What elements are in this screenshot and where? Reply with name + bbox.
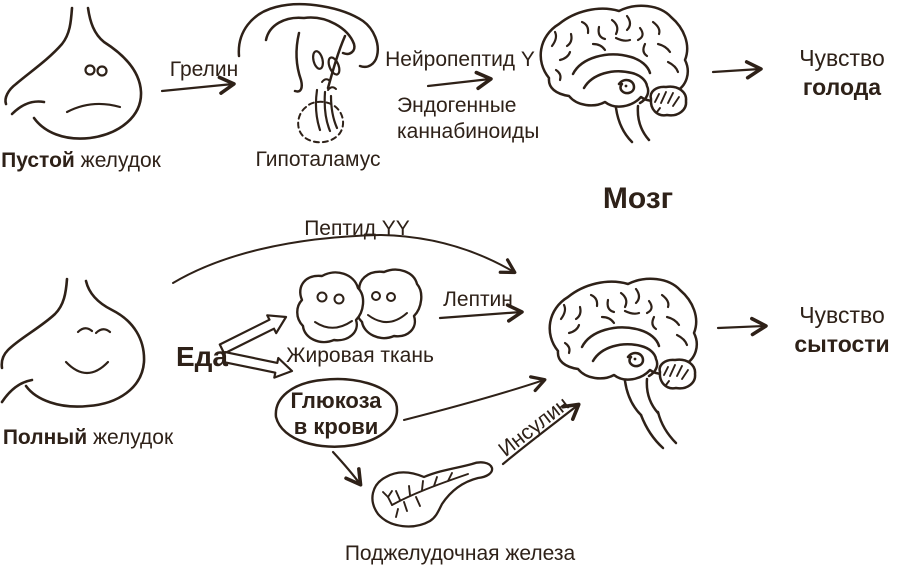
satiety-feeling-line1: Чувство xyxy=(799,302,885,328)
satiety-arrow xyxy=(716,316,768,337)
cannabinoids-line1: Эндогенные xyxy=(397,94,517,117)
full-stomach-label: Полный желудок xyxy=(3,425,173,450)
leptin-text: Лептин xyxy=(443,288,513,311)
hunger-feeling-line2: голода xyxy=(802,74,882,100)
brain-text: Мозг xyxy=(602,182,674,215)
glucose-pancreas-arrow xyxy=(331,450,363,487)
empty-stomach-drawing xyxy=(4,6,143,140)
insulin-arrow xyxy=(501,402,581,466)
fat-tissue-drawing xyxy=(296,268,423,344)
pancreas-drawing xyxy=(371,461,494,528)
glucose-label: Глюкоза в крови xyxy=(291,388,382,440)
hunger-feeling-line1: Чувство xyxy=(799,45,885,71)
glucose-line1: Глюкоза xyxy=(290,388,382,413)
neuropeptide-arrow xyxy=(426,70,493,91)
satiety-feeling-label: Чувство сытости xyxy=(794,301,889,359)
blood-glucose-bubble xyxy=(274,377,399,448)
hypothalamus-drawing xyxy=(237,3,379,144)
food-label: Еда xyxy=(176,340,228,374)
ghrelin-label: Грелин xyxy=(170,57,238,82)
food-arrow-lower xyxy=(221,351,294,379)
leptin-arrow xyxy=(438,303,524,323)
peptide-yy-arrow xyxy=(172,233,517,284)
hypothalamus-label: Гипоталамус xyxy=(256,147,381,172)
hypothalamus-text: Гипоталамус xyxy=(255,148,381,171)
food-arrow-upper xyxy=(218,314,288,355)
peptide-yy-label: Пептид YY xyxy=(304,216,410,241)
brain-label: Мозг xyxy=(603,181,673,217)
fat-tissue-label: Жировая ткань xyxy=(286,343,434,368)
peptide-yy-text: Пептид YY xyxy=(304,217,410,240)
cannabinoids-label: Эндогенные каннабиноиды xyxy=(397,93,539,145)
ghrelin-text: Грелин xyxy=(169,58,239,81)
empty-stomach-name: Пустой xyxy=(1,149,75,172)
pancreas-text: Поджелудочная железа xyxy=(344,542,576,565)
cannabinoids-line2: каннабиноиды xyxy=(397,120,540,143)
hunger-brain-drawing xyxy=(539,4,690,144)
glucose-brain-arrow xyxy=(403,375,547,421)
neuropeptide-text: Нейропептид Y xyxy=(385,48,535,71)
glucose-line2: в крови xyxy=(293,414,379,439)
food-text: Еда xyxy=(175,341,229,372)
full-stomach-name: Полный xyxy=(2,426,88,449)
satiety-brain-drawing xyxy=(548,277,699,450)
full-stomach-drawing xyxy=(0,277,146,408)
fat-tissue-text: Жировая ткань xyxy=(286,344,434,367)
full-stomach-rest: желудок xyxy=(87,426,174,449)
hunger-arrow xyxy=(711,60,763,80)
pancreas-label: Поджелудочная железа xyxy=(345,541,575,566)
neuropeptide-label: Нейропептид Y xyxy=(385,47,535,72)
empty-stomach-rest: желудок xyxy=(74,149,161,172)
food-arrows xyxy=(218,314,294,379)
satiety-feeling-line2: сытости xyxy=(794,331,890,357)
hunger-feeling-label: Чувство голода xyxy=(799,44,885,102)
leptin-label: Лептин xyxy=(443,287,513,312)
empty-stomach-label: Пустой желудок xyxy=(1,148,161,173)
ghrelin-arrow xyxy=(160,75,236,95)
